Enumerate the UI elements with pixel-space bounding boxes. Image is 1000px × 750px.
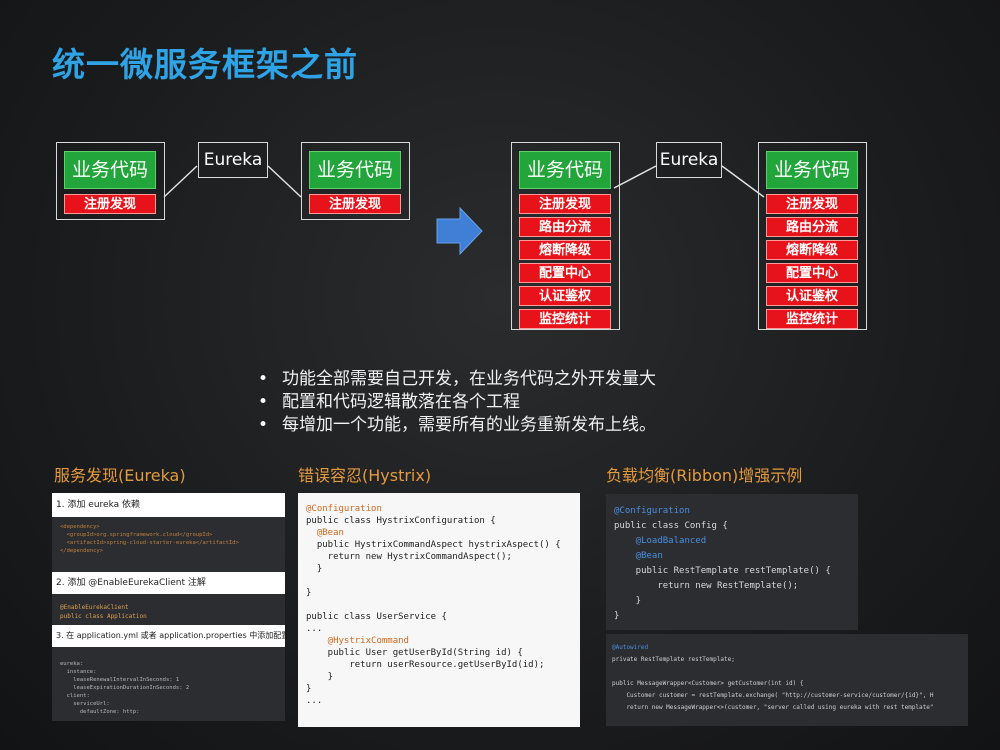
- biz-code-box: 业务代码: [309, 151, 401, 189]
- eureka-step-2: 2. 添加 @EnableEurekaClient 注解: [52, 572, 285, 594]
- code-line: }: [306, 564, 323, 574]
- right-service-b: 业务代码 注册发现 路由分流 熔断降级 配置中心 认证鉴权 监控统计: [758, 142, 867, 330]
- code-line: [306, 599, 572, 611]
- eureka-step-1: 1. 添加 eureka 依赖: [52, 493, 285, 517]
- ribbon-usage-panel: @Autowired private RestTemplate restTemp…: [606, 634, 968, 726]
- code-line: public class HystrixConfiguration {: [306, 516, 496, 526]
- section-label-eureka: 服务发现(Eureka): [54, 466, 186, 485]
- feature-service-discovery: 注册发现: [309, 194, 401, 214]
- left-connector-b: [267, 165, 302, 198]
- code-line: @HystrixCommand: [306, 636, 409, 646]
- code-line: return new MessageWrapper<>(customer, "s…: [612, 704, 934, 711]
- left-service-b: 业务代码 注册发现: [301, 142, 410, 220]
- feature-circuit-breaker: 熔断降级: [519, 240, 611, 260]
- section-label-ribbon: 负载均衡(Ribbon)增强示例: [606, 466, 803, 485]
- code-line: private RestTemplate restTemplate;: [612, 656, 735, 663]
- code-line: Customer customer = restTemplate.exchang…: [612, 692, 934, 699]
- code-line: @Bean: [306, 528, 344, 538]
- code-line: @Configuration: [306, 504, 382, 514]
- feature-circuit-breaker: 熔断降级: [766, 240, 858, 260]
- feature-service-discovery: 注册发现: [766, 194, 858, 214]
- code-line: @Configuration: [614, 506, 690, 516]
- feature-config-center: 配置中心: [766, 263, 858, 283]
- code-line: @Autowired: [612, 644, 649, 651]
- code-line: public class UserService {: [306, 612, 447, 622]
- code-line: public RestTemplate restTemplate() {: [614, 566, 831, 576]
- right-connector-b: [721, 165, 765, 198]
- biz-code-box: 业务代码: [64, 151, 156, 189]
- code-line: [306, 575, 572, 587]
- eureka-step-3: 3. 在 application.yml 或者 application.prop…: [52, 625, 285, 647]
- bullet-item: 功能全部需要自己开发，在业务代码之外开发量大: [258, 368, 656, 391]
- left-service-a: 业务代码 注册发现: [56, 142, 165, 220]
- code-line: }: [306, 672, 334, 682]
- left-connector-a: [163, 165, 198, 198]
- right-service-a: 业务代码 注册发现 路由分流 熔断降级 配置中心 认证鉴权 监控统计: [511, 142, 620, 330]
- eureka-box-right: Eureka: [656, 142, 722, 178]
- feature-routing: 路由分流: [766, 217, 858, 237]
- code-line: public User getUserById(String id) {: [306, 648, 523, 658]
- section-label-hystrix: 错误容忍(Hystrix): [298, 466, 432, 485]
- ribbon-config-panel: @Configuration public class Config { @Lo…: [606, 494, 858, 630]
- code-line: public HystrixCommandAspect hystrixAspec…: [306, 540, 561, 550]
- feature-monitoring: 监控统计: [519, 309, 611, 329]
- bullet-item: 配置和代码逻辑散落在各个工程: [258, 391, 656, 414]
- biz-code-box: 业务代码: [519, 151, 611, 189]
- hystrix-code-panel: @Configuration public class HystrixConfi…: [298, 493, 580, 727]
- bullet-item: 每增加一个功能，需要所有的业务重新发布上线。: [258, 414, 656, 437]
- feature-config-center: 配置中心: [519, 263, 611, 283]
- feature-service-discovery: 注册发现: [519, 194, 611, 214]
- code-line: public MessageWrapper<Customer> getCusto…: [612, 680, 804, 687]
- feature-auth: 认证鉴权: [519, 286, 611, 306]
- code-line: return new HystrixCommandAspect();: [306, 552, 512, 562]
- eureka-code-panel: 1. 添加 eureka 依赖 <dependency> <groupId>or…: [52, 493, 285, 721]
- code-line: }: [614, 611, 620, 621]
- code-line: }: [306, 588, 312, 598]
- code-line: return userResource.getUserById(id);: [306, 660, 545, 670]
- feature-service-discovery: 注册发现: [64, 194, 156, 214]
- eureka-step-1-code: <dependency> <groupId>org.springframewor…: [60, 524, 239, 554]
- code-line: @LoadBalanced: [614, 536, 707, 546]
- page-title: 统一微服务框架之前: [52, 45, 358, 84]
- code-line: ...: [306, 624, 323, 634]
- eureka-step-2-code: @EnableEurekaClient public class Applica…: [60, 604, 147, 620]
- feature-routing: 路由分流: [519, 217, 611, 237]
- code-line: public class Config {: [614, 521, 728, 531]
- code-line: [612, 666, 962, 678]
- code-line: @Bean: [614, 551, 663, 561]
- transition-arrow-icon: [436, 206, 483, 256]
- feature-auth: 认证鉴权: [766, 286, 858, 306]
- code-line: }: [306, 684, 312, 694]
- code-line: ...: [306, 696, 323, 706]
- right-connector-a: [613, 165, 657, 189]
- code-line: }: [614, 596, 642, 606]
- code-line: return new RestTemplate();: [614, 581, 799, 591]
- bullet-list: 功能全部需要自己开发，在业务代码之外开发量大 配置和代码逻辑散落在各个工程 每增…: [258, 368, 656, 437]
- eureka-step-3-code: eureka: instance: leaseRenewalIntervalIn…: [60, 661, 190, 715]
- eureka-box-left: Eureka: [198, 142, 268, 178]
- biz-code-box: 业务代码: [766, 151, 858, 189]
- feature-monitoring: 监控统计: [766, 309, 858, 329]
